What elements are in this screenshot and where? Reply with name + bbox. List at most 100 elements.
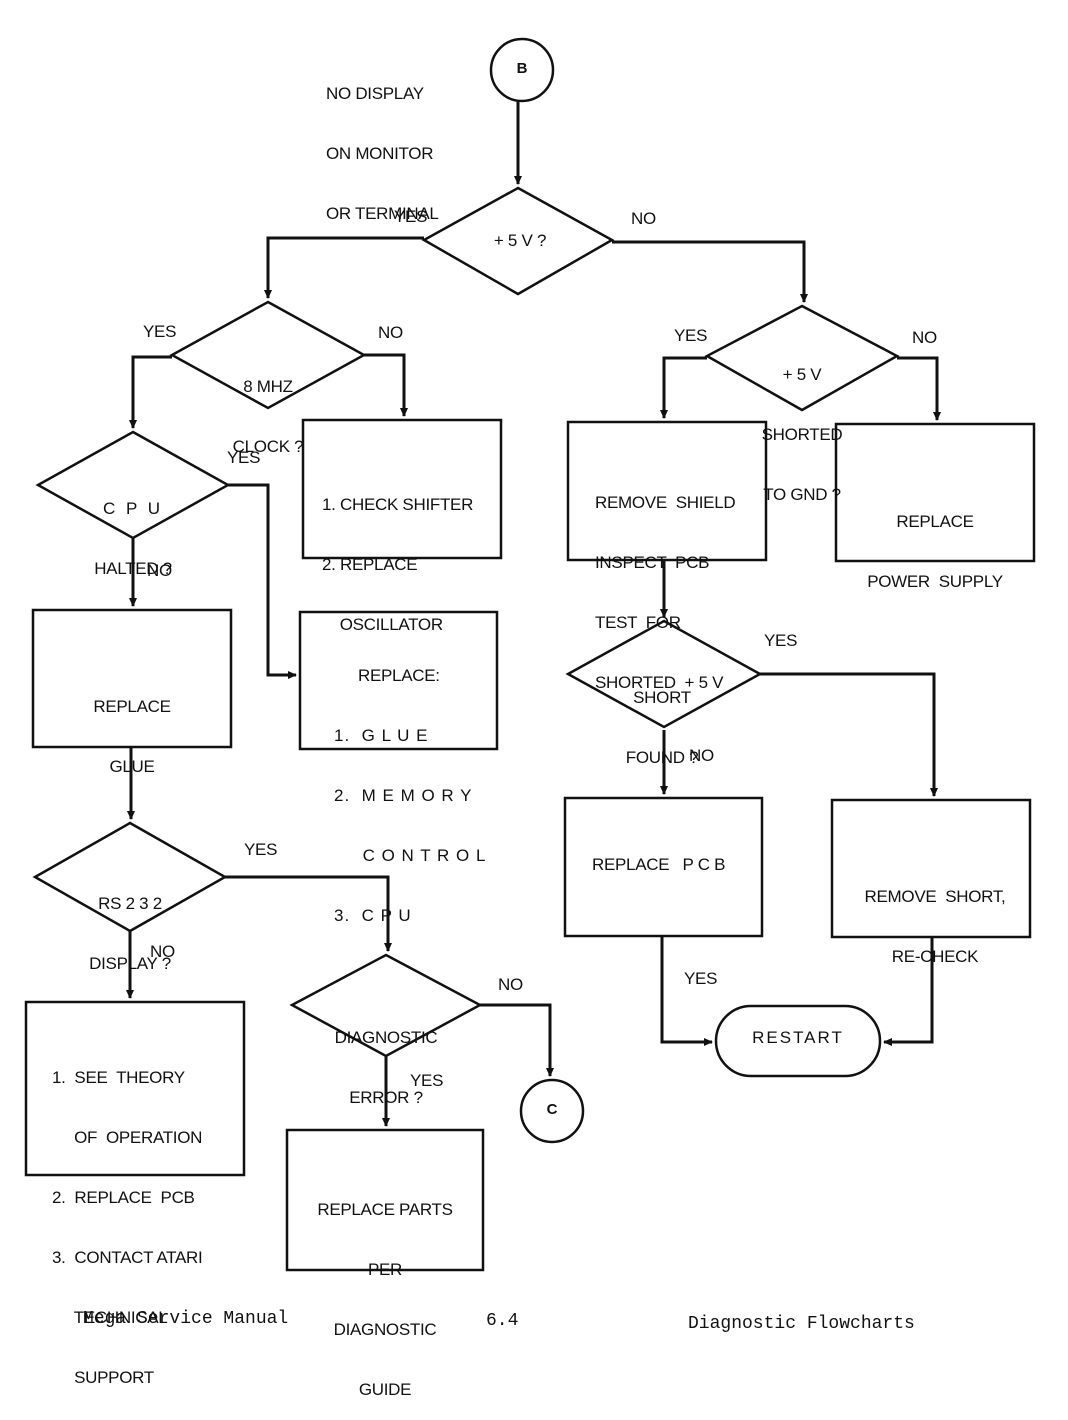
box-replace-glue [31,608,233,749]
footer-page-number: 6.4 [486,1311,519,1331]
box-line: OF OPERATION [52,1128,203,1147]
label-cpu-yes: YES [227,448,261,467]
label-found-no: NO [689,746,714,765]
box-line: 2. REPLACE PCB [52,1188,195,1207]
box-remove-short-text: REMOVE SHORT, RE-CHECK [836,847,1034,987]
connector-b [489,37,555,103]
decision-clock-text: 8 MHZ CLOCK ? [218,337,318,477]
flow-short-to-restart [883,937,934,1046]
flow-shorted-no [897,356,941,421]
box-line: TECHNICAL [52,1308,168,1327]
box-remove-shield [566,420,768,562]
box-check-shifter-text: 1. CHECK SHIFTER 2. REPLACE OSCILLATOR [322,455,473,655]
flow-found-yes [760,672,938,797]
box-line: 1. CHECK SHIFTER [322,495,474,514]
box-line: GUIDE [358,1380,412,1399]
decision-line: DISPLAY ? [89,954,171,973]
start-note-line: OR TERMINAL [326,204,439,223]
box-line: 1. SEE THEORY [52,1068,185,1087]
box-line: GLUE [109,757,155,776]
flow-clock-yes [129,355,172,429]
box-replace-parts [285,1128,485,1272]
flow-5v-yes [264,236,424,299]
start-note: NO DISPLAY ON MONITOR OR TERMINAL [326,44,439,244]
label-rs232-no: NO [150,942,175,961]
flow-shorted-yes [660,356,707,419]
decision-line: CLOCK ? [232,437,304,456]
box-replace-chips-text: REPLACE: 1. G L U E 2. M E M O R Y C O N… [334,626,486,946]
box-line: 1. G L U E [334,726,429,745]
box-line: REPLACE PARTS [317,1200,453,1219]
decision-shorted [704,304,900,412]
decision-line: ERROR ? [349,1088,423,1107]
connector-c-label: C [546,1101,558,1118]
decision-line: SHORT [633,688,691,707]
box-line: INSPECT PCB [595,553,710,572]
label-5v-yes: YES [394,207,428,226]
decision-cpu-text: C P U HALTED ? [83,459,183,599]
label-shorted-no: NO [912,328,937,347]
label-5v-no: NO [631,209,656,228]
box-line: TEST FOR [595,613,681,632]
decision-line: FOUND ? [625,748,699,767]
box-line: PER [367,1260,403,1279]
decision-short-found [565,619,763,729]
decision-line: 8 MHZ [243,377,293,396]
box-line: RE-CHECK [891,947,979,966]
terminal-restart-text: RESTART [752,1028,844,1047]
box-line: SUPPORT [52,1368,154,1387]
decision-line: RS 2 3 2 [98,894,162,913]
box-line: 3. C P U [334,906,412,925]
label-diag-yes: YES [410,1071,444,1090]
label-found-yes: YES [764,631,798,650]
label-cpu-no: NO [147,561,172,580]
box-line: OSCILLATOR [322,615,443,634]
label-clock-yes: YES [143,322,177,341]
decision-line: SHORTED [761,425,843,444]
decision-clock [169,300,367,410]
flow-diag-no [480,1003,554,1077]
box-line: SHORTED + 5 V [595,673,724,692]
box-remove-short [830,798,1032,939]
footer-section-title: Diagnostic Flowcharts [688,1314,915,1334]
label-pcb-yes: YES [684,969,718,988]
footer-manual-title: Mega Service Manual [83,1309,289,1329]
label-shorted-yes: YES [674,326,708,345]
flow-clock-no [364,353,408,417]
box-line: REPLACE [896,512,974,531]
terminal-restart [714,1004,882,1078]
box-line: 2. M E M O R Y [334,786,473,805]
label-rs232-yes: YES [244,840,278,859]
box-line: C O N T R O L [334,846,487,865]
box-heading: REPLACE: [358,666,440,685]
decision-line: C P U [102,499,164,518]
box-line: 2. REPLACE [322,555,418,574]
box-replace-glue-text: REPLACE GLUE [33,657,231,797]
box-line: POWER SUPPLY [867,572,1003,591]
box-replace-pcb [563,796,764,938]
decision-plus5v [421,186,615,296]
decision-line: DIAGNOSTIC [334,1028,438,1047]
box-replace-power-text: REPLACE POWER SUPPLY [836,472,1034,612]
connector-c [519,1078,585,1144]
decision-shorted-text: + 5 V SHORTED TO GND ? [752,325,852,525]
decision-rs232-text: RS 2 3 2 DISPLAY ? [80,854,180,994]
flow-5v-no [612,240,808,303]
decision-line: HALTED ? [94,559,172,578]
box-line: REMOVE SHORT, [864,887,1006,906]
box-line: REPLACE [93,697,171,716]
decision-found-text: SHORT FOUND ? [612,648,712,788]
decision-line: TO GND ? [763,485,841,504]
box-replace-pcb-text: REPLACE P C B [592,855,726,874]
box-line: DIAGNOSTIC [333,1320,437,1339]
box-line: 3. CONTACT ATARI [52,1248,203,1267]
box-see-theory-text: 1. SEE THEORY OF OPERATION 2. REPLACE PC… [52,1028,203,1408]
box-line: REMOVE SHIELD [595,493,736,512]
box-remove-shield-text: REMOVE SHIELD INSPECT PCB TEST FOR SHORT… [595,453,736,713]
decision-diag-text: DIAGNOSTIC ERROR ? [326,988,446,1128]
label-diag-no: NO [498,975,523,994]
label-clock-no: NO [378,323,403,342]
connector-b-label: B [516,60,528,77]
start-note-line: NO DISPLAY [326,84,424,103]
start-note-line: ON MONITOR [326,144,434,163]
